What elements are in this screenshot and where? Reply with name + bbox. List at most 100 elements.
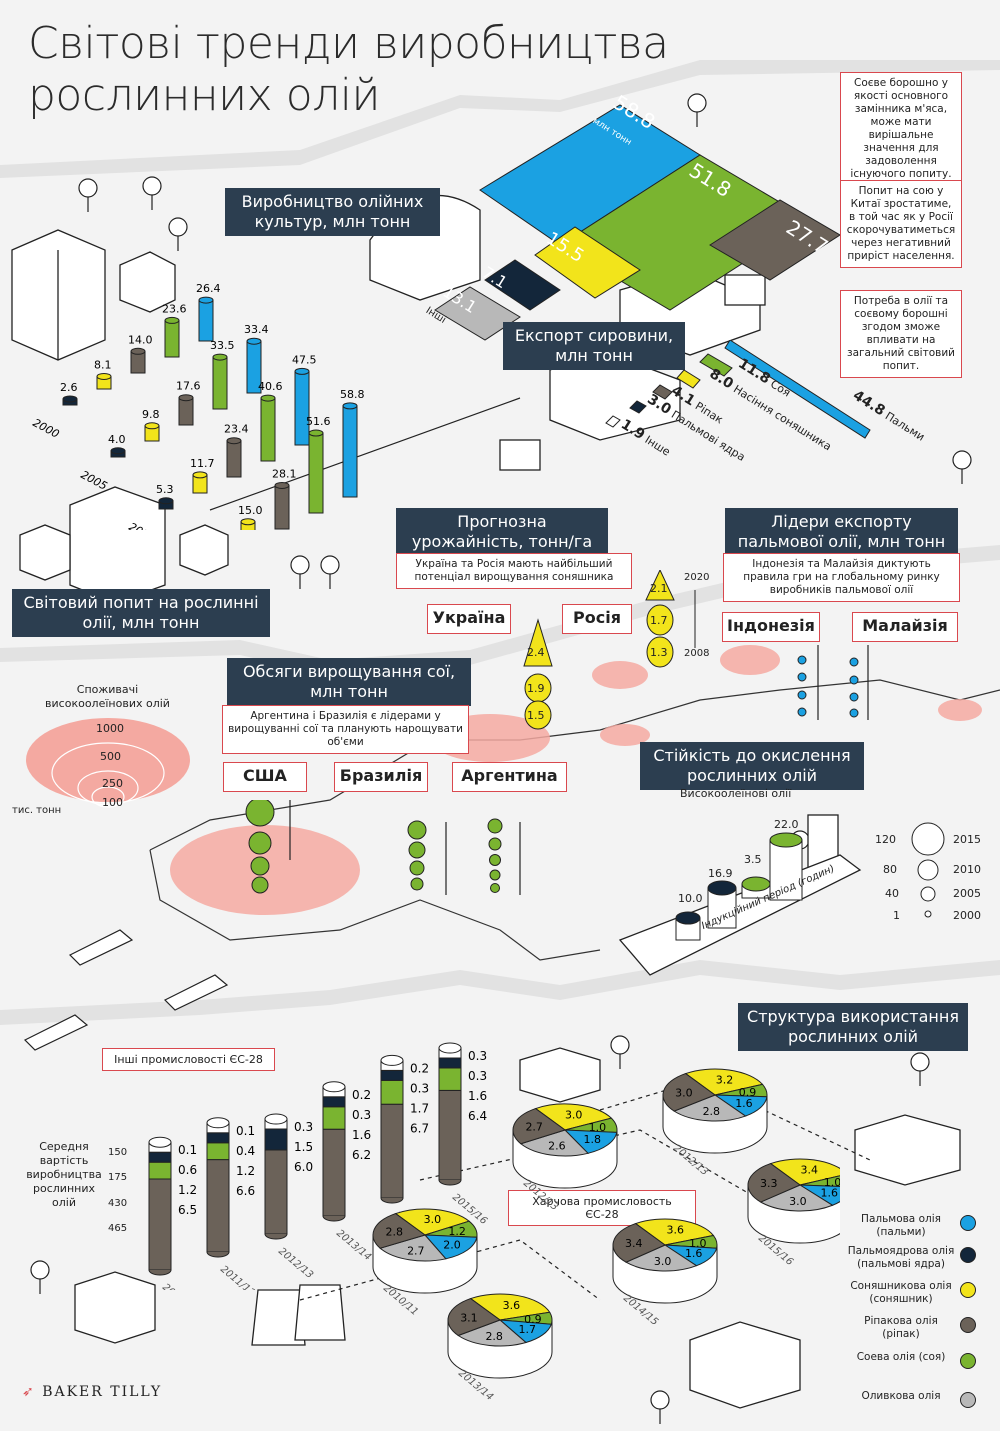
soy-dots bbox=[245, 800, 503, 894]
demand-year-2000: 2000 bbox=[31, 416, 62, 441]
industry-val-4-1: 0.3 bbox=[410, 1081, 429, 1095]
industry-col-2014/15 bbox=[380, 1054, 404, 1204]
demand-cyl-2000-1 bbox=[96, 372, 112, 390]
country-usa: США bbox=[223, 762, 307, 792]
legend-item-3: Ріпакова олія (ріпак) bbox=[864, 1315, 938, 1340]
demand-label-2010-0: 5.3 bbox=[156, 483, 174, 496]
industry-season-0: 2010/11 bbox=[160, 1282, 199, 1290]
page-title-line2: рослинних олій bbox=[28, 70, 380, 121]
demand-label-2015-1: 15.0 bbox=[238, 504, 263, 517]
demand-label-2005-3: 33.5 bbox=[210, 339, 235, 352]
usage-val-0-3: 2.8 bbox=[703, 1105, 721, 1118]
yield-cones bbox=[523, 570, 696, 730]
soy-dot-brazil-4 bbox=[410, 877, 424, 891]
cost-v2: 175 bbox=[108, 1172, 128, 1183]
soy-header: Обсяги вирощування сої, млн тонн bbox=[227, 658, 471, 706]
legend-item-5: Оливкова олія bbox=[861, 1390, 941, 1402]
demand-cyl-2000-3 bbox=[164, 316, 180, 358]
export-header: Експорт сировини, млн тонн bbox=[503, 322, 685, 370]
consumers-v1000: 1000 bbox=[96, 722, 124, 735]
legend-swatch-3 bbox=[960, 1317, 976, 1333]
soy-dot-brazil-3 bbox=[409, 860, 425, 876]
size-legend-y3: 2005 bbox=[953, 887, 981, 900]
industry-header: Інші промисловості ЄС-28 bbox=[102, 1048, 275, 1071]
demand-label-2000-3: 23.6 bbox=[162, 302, 187, 315]
demand-cyl-2010-0 bbox=[158, 497, 174, 510]
usage-slice-4-0 bbox=[634, 1218, 715, 1246]
usage-slice-5-3 bbox=[457, 1319, 527, 1347]
demand-label-2010-1: 11.7 bbox=[190, 457, 215, 470]
legend-item-0: Пальмова олія (пальми) bbox=[861, 1213, 941, 1238]
legend-swatch-5 bbox=[960, 1392, 976, 1408]
industry-val-2-1: 1.5 bbox=[294, 1140, 313, 1154]
demand-label-2000-0: 2.6 bbox=[60, 381, 78, 394]
industry-val-1-3: 6.6 bbox=[236, 1184, 255, 1198]
yield-note: Україна та Росія мають найбільший потенц… bbox=[396, 553, 632, 589]
yield-cone-russia-1 bbox=[645, 570, 675, 601]
industry-col-2013/14 bbox=[322, 1081, 346, 1222]
legend-item-4: Соева олія (соя) bbox=[856, 1351, 946, 1363]
demand-year-2005: 2005 bbox=[79, 468, 110, 493]
size-legend-v2: 80 bbox=[883, 863, 897, 876]
usage-val-5-0: 3.6 bbox=[503, 1299, 521, 1312]
industry-val-3-1: 0.3 bbox=[352, 1108, 371, 1122]
usage-chart: 3.20.91.62.83.02012/133.01.01.82.62.7201… bbox=[372, 1068, 840, 1403]
usage-val-2-1: 1.0 bbox=[824, 1176, 840, 1189]
usage-val-3-1: 1.2 bbox=[448, 1225, 466, 1238]
export-bar-palm bbox=[724, 340, 871, 439]
note-china-soy: Попит на сою у Китаї зростатиме, в той ч… bbox=[840, 180, 962, 268]
consumers-unit: тис. тонн bbox=[12, 805, 62, 816]
consumers-v100: 100 bbox=[102, 796, 123, 809]
demand-cyl-2005-1 bbox=[144, 422, 160, 442]
consumers-v500: 500 bbox=[100, 750, 121, 763]
legend-item-1: Пальмоядрова олія (пальмові ядра) bbox=[847, 1245, 955, 1270]
legend-swatch-4 bbox=[960, 1353, 976, 1369]
size-legend-circle-80 bbox=[917, 859, 939, 881]
industry-cost-label: Середня вартість виробництва рослинних о… bbox=[26, 1140, 102, 1209]
usage-val-3-0: 3.0 bbox=[424, 1213, 442, 1226]
oxidation-v2: 16.9 bbox=[708, 867, 733, 880]
soy-dot-usa-2 bbox=[248, 831, 272, 855]
palm-dot-indonesia-4 bbox=[797, 707, 807, 717]
usage-slice-2-4 bbox=[747, 1162, 801, 1203]
usage-val-1-4: 2.7 bbox=[525, 1121, 543, 1134]
oxidation-v3: 3.5 bbox=[744, 853, 762, 866]
usage-slice-1-4 bbox=[512, 1107, 567, 1145]
yield-russia-v2: 1.7 bbox=[650, 614, 668, 627]
industry-val-1-2: 1.2 bbox=[236, 1164, 255, 1178]
industry-val-5-3: 6.4 bbox=[468, 1109, 487, 1123]
usage-val-0-4: 3.0 bbox=[675, 1087, 693, 1100]
industry-val-1-0: 0.1 bbox=[236, 1124, 255, 1138]
usage-val-1-3: 2.6 bbox=[548, 1140, 566, 1153]
usage-slice-3-0 bbox=[394, 1208, 471, 1236]
yield-header: Прогнозна урожайність, тонн/га bbox=[396, 508, 608, 556]
crops-blocks bbox=[434, 104, 840, 341]
size-legend-circle-1 bbox=[924, 910, 932, 918]
demand-cyl-2010-2 bbox=[226, 437, 242, 478]
industry-val-3-3: 6.2 bbox=[352, 1148, 371, 1162]
usage-slice-4-4 bbox=[612, 1222, 666, 1263]
export-bar-sunflower bbox=[676, 369, 701, 389]
industry-season-1: 2011/12 bbox=[218, 1264, 257, 1290]
soy-note: Аргентина і Бразилія є лідерами у вирощу… bbox=[222, 705, 469, 754]
usage-val-1-1: 1.0 bbox=[589, 1121, 607, 1134]
usage-val-3-3: 2.7 bbox=[407, 1244, 425, 1257]
yield-russia-v1: 2.1 bbox=[650, 582, 668, 595]
palm-dot-indonesia-2 bbox=[797, 672, 807, 682]
demand-cyl-2010-3 bbox=[260, 394, 276, 462]
usage-val-5-3: 2.8 bbox=[485, 1330, 503, 1343]
soy-dot-brazil-2 bbox=[408, 841, 426, 859]
usage-val-2-3: 3.0 bbox=[789, 1195, 807, 1208]
usage-slice-3-3 bbox=[379, 1234, 447, 1262]
country-brazil: Бразилія bbox=[334, 762, 428, 792]
page-title: Світові тренди виробництва рослинних олі… bbox=[28, 18, 669, 122]
usage-val-2-2: 1.6 bbox=[821, 1187, 839, 1200]
usage-val-4-0: 3.6 bbox=[666, 1224, 684, 1237]
palm-dot-malaysia-4 bbox=[849, 708, 859, 718]
industry-val-4-2: 1.7 bbox=[410, 1101, 429, 1115]
oxidation-v1: 10.0 bbox=[678, 892, 703, 905]
industry-col-2010/11 bbox=[148, 1136, 172, 1276]
yield-ukraine-v2: 1.9 bbox=[527, 682, 545, 695]
demand-cyl-2015-2 bbox=[274, 481, 290, 530]
oxidation-subtitle: Високоолеїнові олії bbox=[680, 787, 792, 800]
